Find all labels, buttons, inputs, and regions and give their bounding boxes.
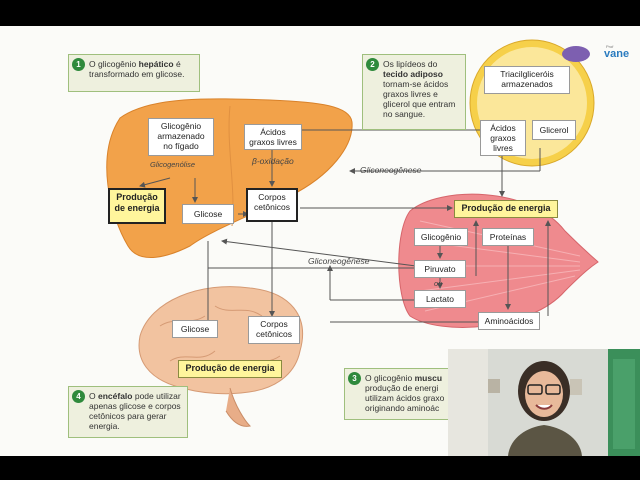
note-2-adipose: 2 Os lipídeos do tecido adiposo tornam-s… bbox=[362, 54, 466, 130]
note-4-brain: 4 O encéfalo pode utilizar apenas glicos… bbox=[68, 386, 188, 438]
step-number-1: 1 bbox=[72, 58, 85, 71]
brain-energy-box: Produção de energia bbox=[178, 360, 282, 378]
step-number-3: 3 bbox=[348, 372, 361, 385]
logo-text: vane bbox=[604, 48, 630, 60]
note-bold: hepático bbox=[138, 59, 174, 69]
brain-ketones-box: Corpos cetônicos bbox=[248, 316, 300, 344]
triacylglycerols-box: Triacilgliceróis armazenados bbox=[484, 66, 570, 94]
liver-glucose-box: Glicose bbox=[182, 204, 234, 224]
pyruvate-box: Piruvato bbox=[414, 260, 466, 278]
note-text: O glicogênio bbox=[365, 373, 415, 383]
step-number-4: 4 bbox=[72, 390, 85, 403]
note-bold: encéfalo bbox=[97, 391, 133, 401]
bottom-black-bar bbox=[0, 456, 640, 480]
logo-prefix: Prof bbox=[606, 44, 614, 49]
lactate-box: Lactato bbox=[414, 290, 466, 308]
liver-energy-box: Produção de energia bbox=[108, 188, 166, 224]
liver-fatty-acids-box: Ácidos graxos livres bbox=[244, 124, 302, 150]
top-black-bar bbox=[0, 0, 640, 26]
liver-glycogen-box: Glicogênio armazenado no fígado bbox=[148, 118, 214, 156]
note-text: pode utilizar apenas glicose e corpos ce… bbox=[89, 391, 181, 431]
note-3-muscle: 3 O glicogênio muscu produção de energi … bbox=[344, 368, 454, 420]
or-label: ou bbox=[434, 279, 443, 288]
beta-oxidation-label: β-oxidação bbox=[252, 156, 294, 166]
note-text: é transformado em glicose. bbox=[89, 59, 185, 79]
note-bold: tecido adiposo bbox=[383, 69, 443, 79]
muscle-glycogen-box: Glicogênio bbox=[414, 228, 468, 246]
note-1-liver: 1 O glicogênio hepático é transformado e… bbox=[68, 54, 200, 92]
glycerol-box: Glicerol bbox=[532, 120, 576, 140]
glycogenolysis-label: Glicogenólise bbox=[150, 160, 196, 169]
note-text: tornam-se ácidos graxos livres e glicero… bbox=[383, 79, 456, 119]
adipose-fatty-acids-box: Ácidos graxos livres bbox=[480, 120, 526, 156]
gluconeogenesis-mid-label: Gliconeogênese bbox=[308, 256, 370, 266]
note-bold: muscu bbox=[414, 373, 443, 383]
slide: 1 O glicogênio hepático é transformado e… bbox=[0, 26, 640, 456]
presenter-video bbox=[448, 349, 640, 456]
amino-acids-box: Aminoácidos bbox=[478, 312, 540, 330]
note-text: O glicogênio bbox=[89, 59, 139, 69]
gluconeogenesis-top-label: Gliconeogênese bbox=[360, 165, 422, 175]
note-text: produção de energi utilizam ácidos graxo… bbox=[365, 383, 445, 413]
step-number-2: 2 bbox=[366, 58, 379, 71]
note-text: Os lipídeos do bbox=[383, 59, 438, 69]
muscle-energy-box: Produção de energia bbox=[454, 200, 558, 218]
note-text: O bbox=[89, 391, 98, 401]
liver-ketones-box: Corpos cetônicos bbox=[246, 188, 298, 222]
proteins-box: Proteínas bbox=[482, 228, 534, 246]
brain-glucose-box: Glicose bbox=[172, 320, 218, 338]
webcam-overlay bbox=[448, 349, 640, 456]
